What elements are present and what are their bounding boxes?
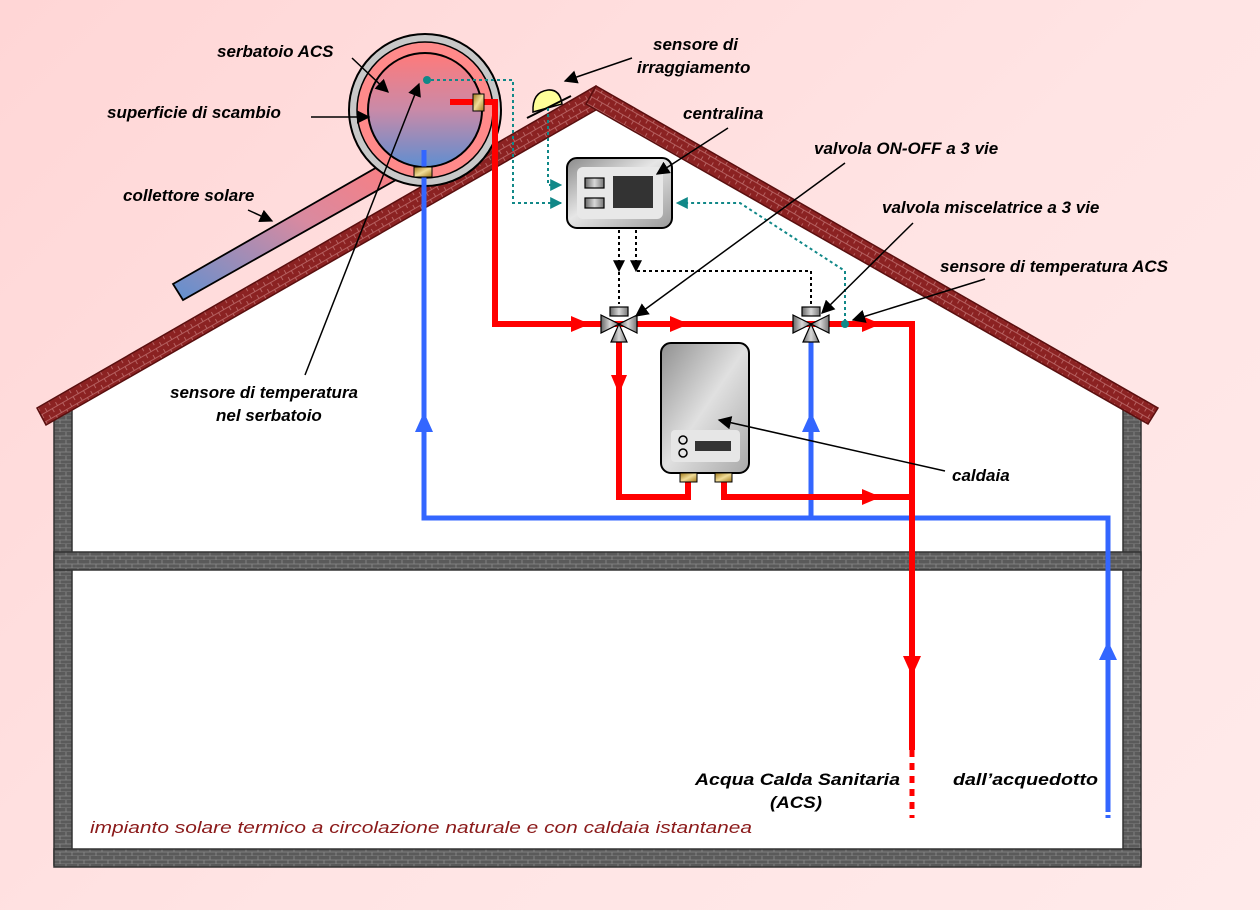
flow-arrow-hot	[862, 489, 881, 505]
flow-arrow-cold	[415, 412, 433, 432]
flow-arrow-hot	[670, 316, 689, 332]
label-valvola-miscelatrice: valvola miscelatrice a 3 vie	[882, 198, 1099, 217]
mixing-3way-valve	[792, 306, 830, 343]
house-interior	[63, 102, 1132, 860]
hot-pipe-to-boiler	[616, 330, 691, 500]
label-sensore-irraggiamento-1: sensore di	[653, 35, 739, 54]
roof-right	[584, 84, 1160, 426]
onoff-3way-valve	[600, 306, 638, 343]
flow-arrow-cold	[1099, 641, 1117, 660]
leader-centralina	[655, 127, 729, 175]
wire-acs-sensor	[675, 197, 846, 322]
label-serbatoio-acs: serbatoio ACS	[217, 42, 334, 61]
leader-sensore-acs	[851, 278, 986, 323]
instant-boiler	[660, 342, 750, 483]
tank-hot-fitting	[472, 93, 485, 112]
cold-pipe-tank-feed	[421, 150, 1111, 812]
flow-arrow-cold	[802, 412, 820, 432]
label-sensore-temp-acs: sensore di temperatura ACS	[940, 257, 1169, 276]
ground-slab	[53, 848, 1142, 868]
storage-tank	[348, 33, 502, 187]
leader-valvola-onoff	[634, 162, 846, 317]
irradiance-sensor	[526, 89, 572, 119]
label-sensore-temp-serbatoio-1: sensore di temperatura	[170, 383, 358, 402]
control-unit	[566, 157, 673, 229]
leader-collettore	[247, 209, 274, 223]
hot-pipe-from-boiler	[721, 478, 912, 500]
diagram-caption: impianto solare termico a circolazione n…	[90, 818, 752, 837]
flow-arrow-hot	[611, 375, 627, 394]
leader-sensore-serbatoio	[304, 82, 421, 376]
leader-valvola-miscelatrice	[821, 222, 914, 314]
label-collettore-solare: collettore solare	[123, 186, 254, 205]
flow-arrow-hot	[862, 316, 881, 332]
floor-slab	[53, 551, 1142, 571]
label-acs-outlet-2: (ACS)	[770, 793, 822, 812]
label-acquedotto: dall’acquedotto	[953, 770, 1098, 789]
wire-tank-sensor	[431, 79, 563, 209]
label-centralina: centralina	[683, 104, 763, 123]
label-sensore-irraggiamento-2: irraggiamento	[637, 58, 750, 77]
tank-cold-fitting	[413, 166, 433, 178]
right-wall	[1122, 409, 1142, 866]
flow-arrow-hot	[903, 656, 921, 676]
label-sensore-temp-serbatoio-2: nel serbatoio	[216, 406, 322, 425]
label-acs-outlet-1: Acqua Calda Sanitaria	[694, 770, 900, 789]
left-wall	[53, 409, 73, 866]
label-superficie-scambio: superficie di scambio	[107, 103, 281, 122]
label-caldaia: caldaia	[952, 466, 1010, 485]
wire-irradiance-sensor	[547, 108, 563, 191]
acs-temperature-sensor	[841, 320, 849, 328]
flow-arrow-hot	[571, 316, 590, 332]
tank-temperature-sensor	[423, 76, 431, 84]
label-valvola-onoff: valvola ON-OFF a 3 vie	[814, 139, 998, 158]
leader-caldaia	[717, 416, 946, 472]
leader-serbatoio	[351, 57, 389, 93]
leader-irraggiamento	[563, 57, 633, 84]
